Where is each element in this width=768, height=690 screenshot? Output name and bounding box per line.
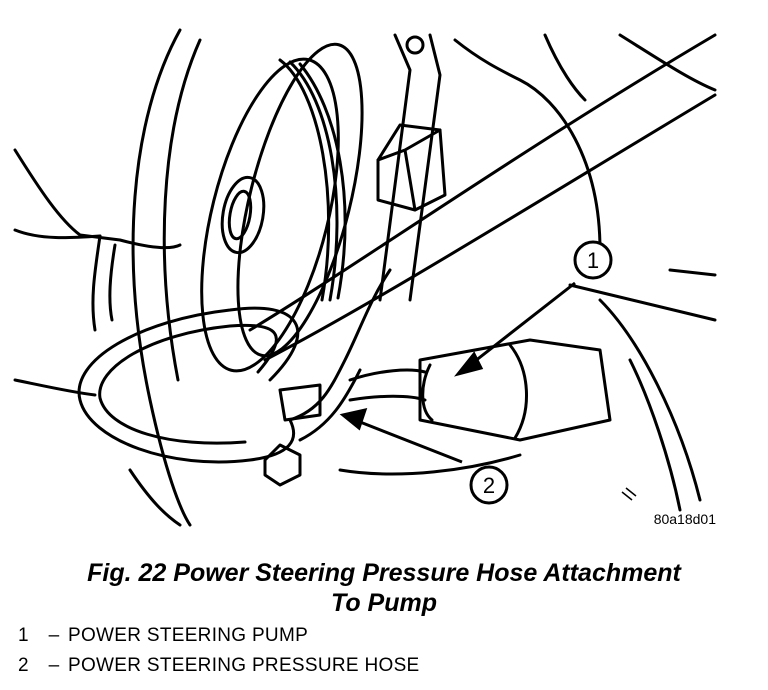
hose-nut (263, 443, 302, 487)
legend-number: 1 (18, 625, 29, 646)
figure-caption-line-2: To Pump (330, 589, 437, 617)
pump-body-detail-2 (508, 343, 528, 440)
housing-outline-inner (162, 38, 202, 382)
left-frame-line-2 (13, 228, 102, 240)
image-code: 80a18d01 (654, 511, 717, 527)
right-panel-2 (668, 268, 717, 277)
pump-body (418, 338, 612, 442)
left-bracket-2 (108, 243, 117, 322)
legend-item-2: 2–POWER STEERING PRESSURE HOSE (18, 655, 420, 677)
upper-right-curve (618, 33, 717, 92)
bracket-hole (405, 35, 425, 55)
callout-1-arrowhead (454, 351, 484, 377)
pump-lower (338, 453, 522, 476)
callout-2-leader (354, 418, 463, 464)
right-housing (453, 38, 602, 252)
pulley-groove-2 (288, 60, 339, 302)
left-frame-line (13, 148, 182, 250)
drive-belt-lower (263, 93, 717, 362)
legend-number: 2 (18, 655, 29, 676)
lower-left-curve-2 (128, 468, 182, 527)
legend-dash: – (48, 625, 60, 646)
hatch-mark-2 (625, 487, 637, 497)
pump-body-detail (421, 363, 434, 422)
engine-line-drawing: 1 2 80a18d01 (13, 28, 717, 527)
callout-2-number: 2 (483, 473, 495, 498)
legend-label: POWER STEERING PRESSURE HOSE (68, 655, 420, 676)
callout-1: 1 (573, 240, 613, 280)
pressure-hose-loop-inner (98, 323, 278, 445)
pulley-groove-3 (298, 62, 347, 300)
callout-1-number: 1 (587, 248, 599, 273)
right-panel (568, 283, 717, 322)
bracket-arm (378, 33, 412, 302)
square-bolt-face (376, 128, 442, 212)
pressure-hose-loop (77, 306, 300, 464)
pulley-rim-front (200, 57, 340, 373)
legend-dash: – (48, 655, 60, 676)
pump-fitting (348, 368, 427, 402)
hatch-mark (621, 491, 633, 501)
callout-1-leader (469, 281, 576, 367)
pressure-hose-run (288, 268, 392, 422)
pulley-hub-inner (227, 189, 253, 241)
callout-2: 2 (469, 465, 509, 505)
drive-belt-upper (248, 33, 717, 332)
right-panel-3 (598, 298, 702, 502)
callout-2-arrowhead (339, 407, 368, 431)
pulley-groove-1 (278, 58, 331, 302)
hose-fitting-body (278, 383, 322, 422)
pressure-hose-run-2 (298, 368, 362, 442)
pulley-hub (220, 175, 266, 255)
left-bracket (91, 234, 102, 332)
right-panel-4 (628, 358, 682, 512)
square-bolt (376, 123, 447, 212)
lower-left-curve (13, 378, 97, 397)
legend-label: POWER STEERING PUMP (68, 625, 309, 646)
right-housing-2 (543, 33, 587, 102)
bracket-arm-2 (408, 33, 442, 302)
legend-item-1: 1–POWER STEERING PUMP (18, 625, 308, 647)
housing-outline (131, 28, 192, 527)
pulley-rim-back (236, 42, 364, 358)
figure-caption-line-1: Fig. 22 Power Steering Pressure Hose Att… (87, 559, 681, 587)
